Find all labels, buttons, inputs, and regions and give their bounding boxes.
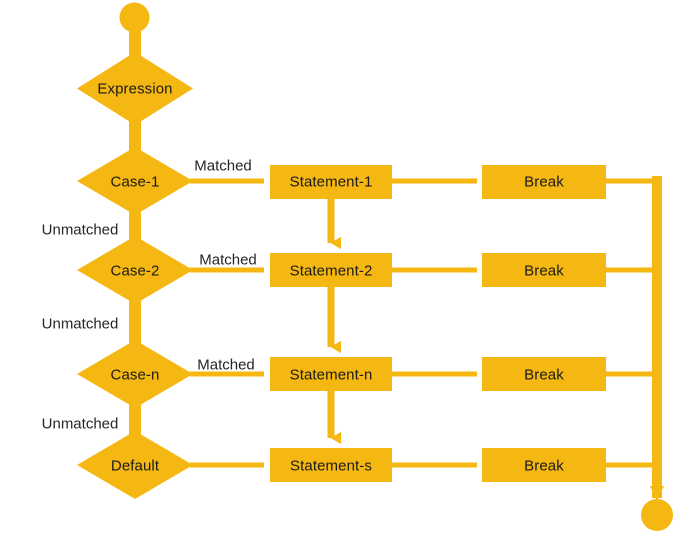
end-terminator — [641, 486, 673, 531]
connector-casen-unmatched — [129, 403, 141, 436]
decision-case-n — [77, 340, 193, 408]
start-terminator — [119, 2, 150, 56]
decision-expression — [77, 52, 193, 125]
decision-default — [77, 431, 193, 499]
box-break-2 — [482, 253, 606, 287]
box-statement-s — [270, 448, 392, 482]
box-break-s — [482, 448, 606, 482]
box-break-n — [482, 357, 606, 391]
decision-case-2 — [77, 236, 193, 304]
connector-expression-to-case1 — [129, 120, 141, 152]
decision-case-1 — [77, 147, 193, 215]
connector-case1-unmatched — [129, 210, 141, 241]
connector-case2-unmatched — [129, 299, 141, 345]
box-break-1 — [482, 165, 606, 199]
box-statement-1 — [270, 165, 392, 199]
exit-rail — [652, 176, 662, 498]
box-statement-2 — [270, 253, 392, 287]
box-statement-n — [270, 357, 392, 391]
